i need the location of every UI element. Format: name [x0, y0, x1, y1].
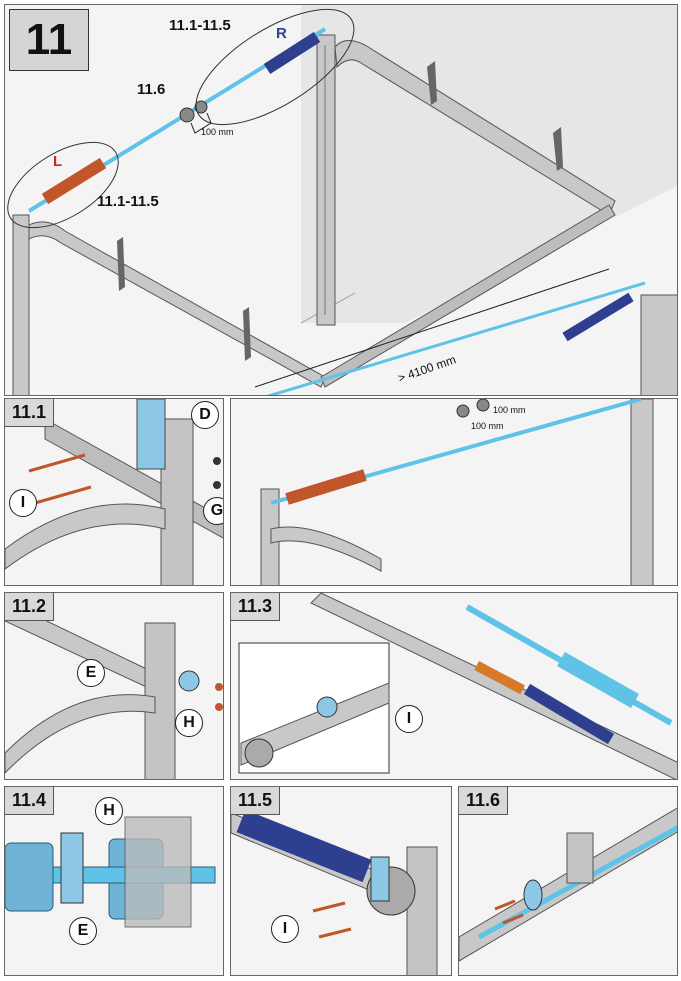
spring-assembly	[557, 652, 639, 708]
label-left: L	[53, 153, 63, 170]
callout-g: G	[203, 497, 223, 525]
back-wall	[301, 5, 677, 323]
hanger-3	[427, 61, 437, 105]
bracket	[136, 399, 166, 470]
panel-11-5: 11.5 I	[230, 786, 452, 976]
installed-spring	[523, 683, 615, 745]
hanger-2	[243, 307, 251, 361]
step-label-11-3: 11.3	[231, 593, 281, 621]
label-100mm-b: 100 mm	[493, 405, 526, 415]
bearing-plate	[178, 670, 200, 692]
drawing-11-3	[238, 593, 677, 779]
drawing-11-2	[5, 600, 223, 779]
center-bearing-11-6	[523, 879, 543, 911]
callout-i-115: I	[271, 915, 299, 943]
callout-d: D	[191, 401, 219, 429]
label-step-11-6: 11.6	[137, 81, 166, 98]
label-right: R	[276, 25, 287, 42]
hanger-4	[553, 127, 563, 171]
right-spring	[263, 31, 321, 75]
highlight-ellipse-left	[7, 141, 119, 229]
highlight-ellipse-right	[195, 8, 355, 126]
callout-i-113: I	[395, 705, 423, 733]
hanger-1	[117, 237, 125, 291]
overview-drawing	[7, 5, 677, 395]
callout-h-114: H	[95, 797, 123, 825]
callout-i: I	[9, 489, 37, 517]
rear-cross-beam	[320, 204, 616, 388]
right-vertical-track	[316, 34, 336, 326]
spring-11-5	[236, 809, 372, 883]
left-spring-detail	[285, 469, 367, 505]
nut-2	[213, 481, 221, 489]
step-label-11-2: 11.2	[5, 593, 55, 621]
screw-2	[34, 485, 92, 505]
step-label-11-4: 11.4	[5, 787, 55, 815]
drawing-11-5	[231, 809, 438, 975]
left-horizontal-track	[24, 221, 326, 388]
drawing-dimension	[260, 399, 654, 585]
drawing-11-6	[459, 807, 677, 962]
drawing-11-4	[5, 816, 216, 928]
step-label-11-1: 11.1	[5, 399, 55, 427]
panel-11-2: 11.2 E H	[4, 592, 224, 780]
step-label-11-6: 11.6	[459, 787, 509, 815]
label-100mm-a: 100 mm	[201, 127, 234, 137]
nut-h2	[215, 703, 223, 711]
overview-panel: 11 11.1-11.5 R 11.6 L 11.1-11.5 100 mm	[4, 4, 678, 396]
panel-11-4: 11.4 H E	[4, 786, 224, 976]
panel-11-3: 11.3 I	[230, 592, 678, 780]
label-range-left: 11.1-11.5	[97, 193, 159, 210]
panel-11-1: 11.1 D I G	[4, 398, 224, 586]
nut-h1	[215, 683, 223, 691]
callout-e: E	[77, 659, 105, 687]
left-vertical-track	[12, 214, 30, 395]
main-step-number: 11	[9, 9, 89, 71]
center-bearing	[179, 107, 195, 123]
step-label-11-5: 11.5	[231, 787, 281, 815]
callout-h: H	[175, 709, 203, 737]
drawing-11-1	[5, 399, 223, 585]
dimension-line-4100	[254, 268, 610, 388]
drum-left	[5, 842, 54, 912]
label-100mm-c: 100 mm	[471, 421, 504, 431]
left-spring	[41, 157, 107, 205]
panel-11-6: 11.6	[458, 786, 678, 976]
overview-detail-panel: 100 mm 100 mm	[230, 398, 678, 586]
label-range-top: 11.1-11.5	[169, 17, 231, 34]
screw-1	[28, 453, 86, 473]
callout-e-114: E	[69, 917, 97, 945]
nut-1	[213, 457, 221, 465]
